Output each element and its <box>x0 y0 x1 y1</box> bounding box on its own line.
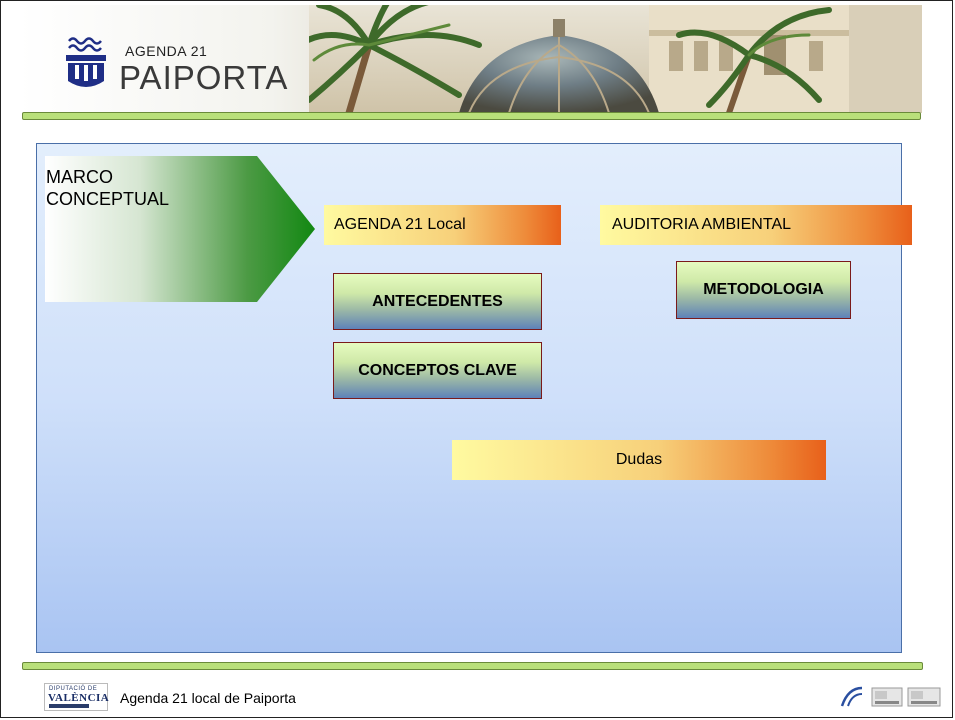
agenda-21-local-label: AGENDA 21 Local <box>334 216 466 233</box>
dudas-button[interactable]: Dudas <box>452 440 826 480</box>
marco-arrow-shape <box>45 156 315 302</box>
antecedentes-label: ANTECEDENTES <box>372 292 503 310</box>
auditoria-ambiental-header[interactable]: AUDITORIA AMBIENTAL <box>600 205 912 245</box>
dv-logo-line2: VALÈNCIA <box>48 692 110 704</box>
header-banner: AGENDA 21 PAIPORTA <box>19 5 922 113</box>
logo-paiporta-text: PAIPORTA <box>119 59 289 96</box>
footer-divider <box>22 662 923 670</box>
dv-logo-bar <box>49 704 89 708</box>
metodologia-button[interactable]: METODOLOGIA <box>676 261 851 319</box>
iso-certification-icon <box>840 686 941 707</box>
footer-text: Agenda 21 local de Paiporta <box>120 690 296 706</box>
antecedentes-button[interactable]: ANTECEDENTES <box>333 273 542 330</box>
metodologia-label: METODOLOGIA <box>703 281 824 298</box>
auditoria-ambiental-label: AUDITORIA AMBIENTAL <box>612 216 792 233</box>
marco-line1: MARCO <box>46 167 113 187</box>
header-divider <box>22 112 921 120</box>
paiporta-logo: AGENDA 21 PAIPORTA <box>47 25 307 105</box>
diputacio-valencia-logo: DIPUTACIÓ DE VALÈNCIA <box>44 683 110 711</box>
dudas-label: Dudas <box>615 451 663 468</box>
agenda-21-local-header[interactable]: AGENDA 21 Local <box>324 205 561 245</box>
logo-agenda-text: AGENDA 21 <box>125 43 208 59</box>
conceptos-clave-button[interactable]: CONCEPTOS CLAVE <box>333 342 542 399</box>
paiporta-wave-logo-icon <box>66 37 106 87</box>
marco-line2: CONCEPTUAL <box>46 189 170 209</box>
palm-dome-photo <box>309 5 922 113</box>
conceptos-clave-label: CONCEPTOS CLAVE <box>358 361 517 379</box>
dv-logo-line1: DIPUTACIÓ DE <box>49 686 98 692</box>
marco-conceptual-title: MARCO CONCEPTUAL <box>46 166 246 210</box>
